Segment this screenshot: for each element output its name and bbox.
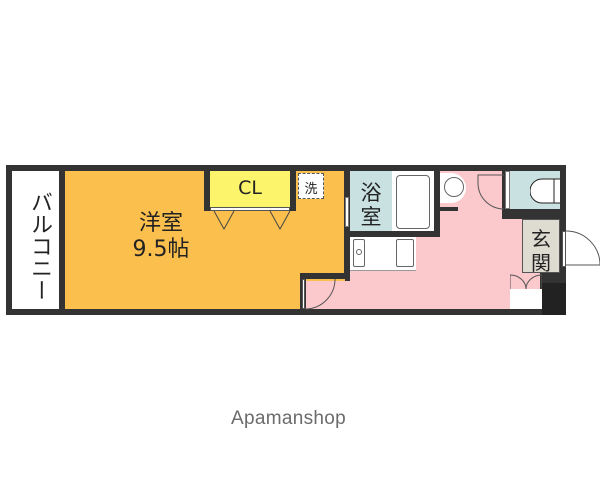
shoe-cabinet bbox=[510, 289, 542, 309]
kitchen-area bbox=[306, 281, 540, 309]
toilet-icon bbox=[530, 178, 560, 204]
washer-space bbox=[298, 173, 324, 199]
front-door-swing-icon bbox=[566, 230, 600, 266]
washbasin-wall bbox=[440, 207, 458, 211]
stove-icon bbox=[353, 239, 365, 267]
toilet-door[interactable] bbox=[505, 171, 510, 209]
western-room-label-2: 9.5帖 bbox=[132, 237, 190, 262]
room-door[interactable] bbox=[302, 279, 305, 309]
partition-wall bbox=[300, 273, 350, 279]
burner-icon bbox=[356, 249, 362, 255]
bathroom bbox=[350, 171, 392, 233]
western-room-label-1: 洋室 bbox=[138, 211, 183, 236]
toilet-door-swing-icon bbox=[477, 174, 505, 210]
watermark: Apamanshop bbox=[231, 408, 346, 429]
washbasin-icon bbox=[444, 177, 464, 197]
bath-wall-right bbox=[434, 165, 440, 237]
front-door[interactable] bbox=[562, 231, 566, 267]
balcony bbox=[12, 171, 59, 309]
bathroom-label-2: 室 bbox=[360, 205, 382, 229]
balcony-label: バルコニー bbox=[27, 191, 52, 301]
floorplan: バルコニー 洋室 9.5帖 CL 洗 浴 室 bbox=[6, 165, 600, 315]
closet-door-swing-icon bbox=[213, 211, 291, 231]
sink-icon bbox=[396, 239, 414, 267]
washer-label: 洗 bbox=[304, 182, 318, 197]
entrance-label-2: 関 bbox=[531, 251, 551, 275]
shoe-cabinet-door-icon bbox=[510, 274, 542, 289]
bath-door[interactable] bbox=[345, 197, 349, 227]
closet-label: CL bbox=[238, 177, 262, 199]
room-door-swing-icon bbox=[305, 278, 336, 310]
bath-wall-bottom bbox=[344, 231, 440, 237]
bathroom-label-1: 浴 bbox=[360, 181, 382, 205]
closet-door-track bbox=[210, 207, 290, 211]
entrance bbox=[522, 219, 560, 273]
closet bbox=[210, 171, 290, 207]
corner-pillar bbox=[542, 283, 566, 315]
bathtub-icon bbox=[396, 175, 430, 229]
bathtub-area bbox=[392, 171, 434, 233]
entrance-label-1: 玄 bbox=[531, 227, 551, 251]
